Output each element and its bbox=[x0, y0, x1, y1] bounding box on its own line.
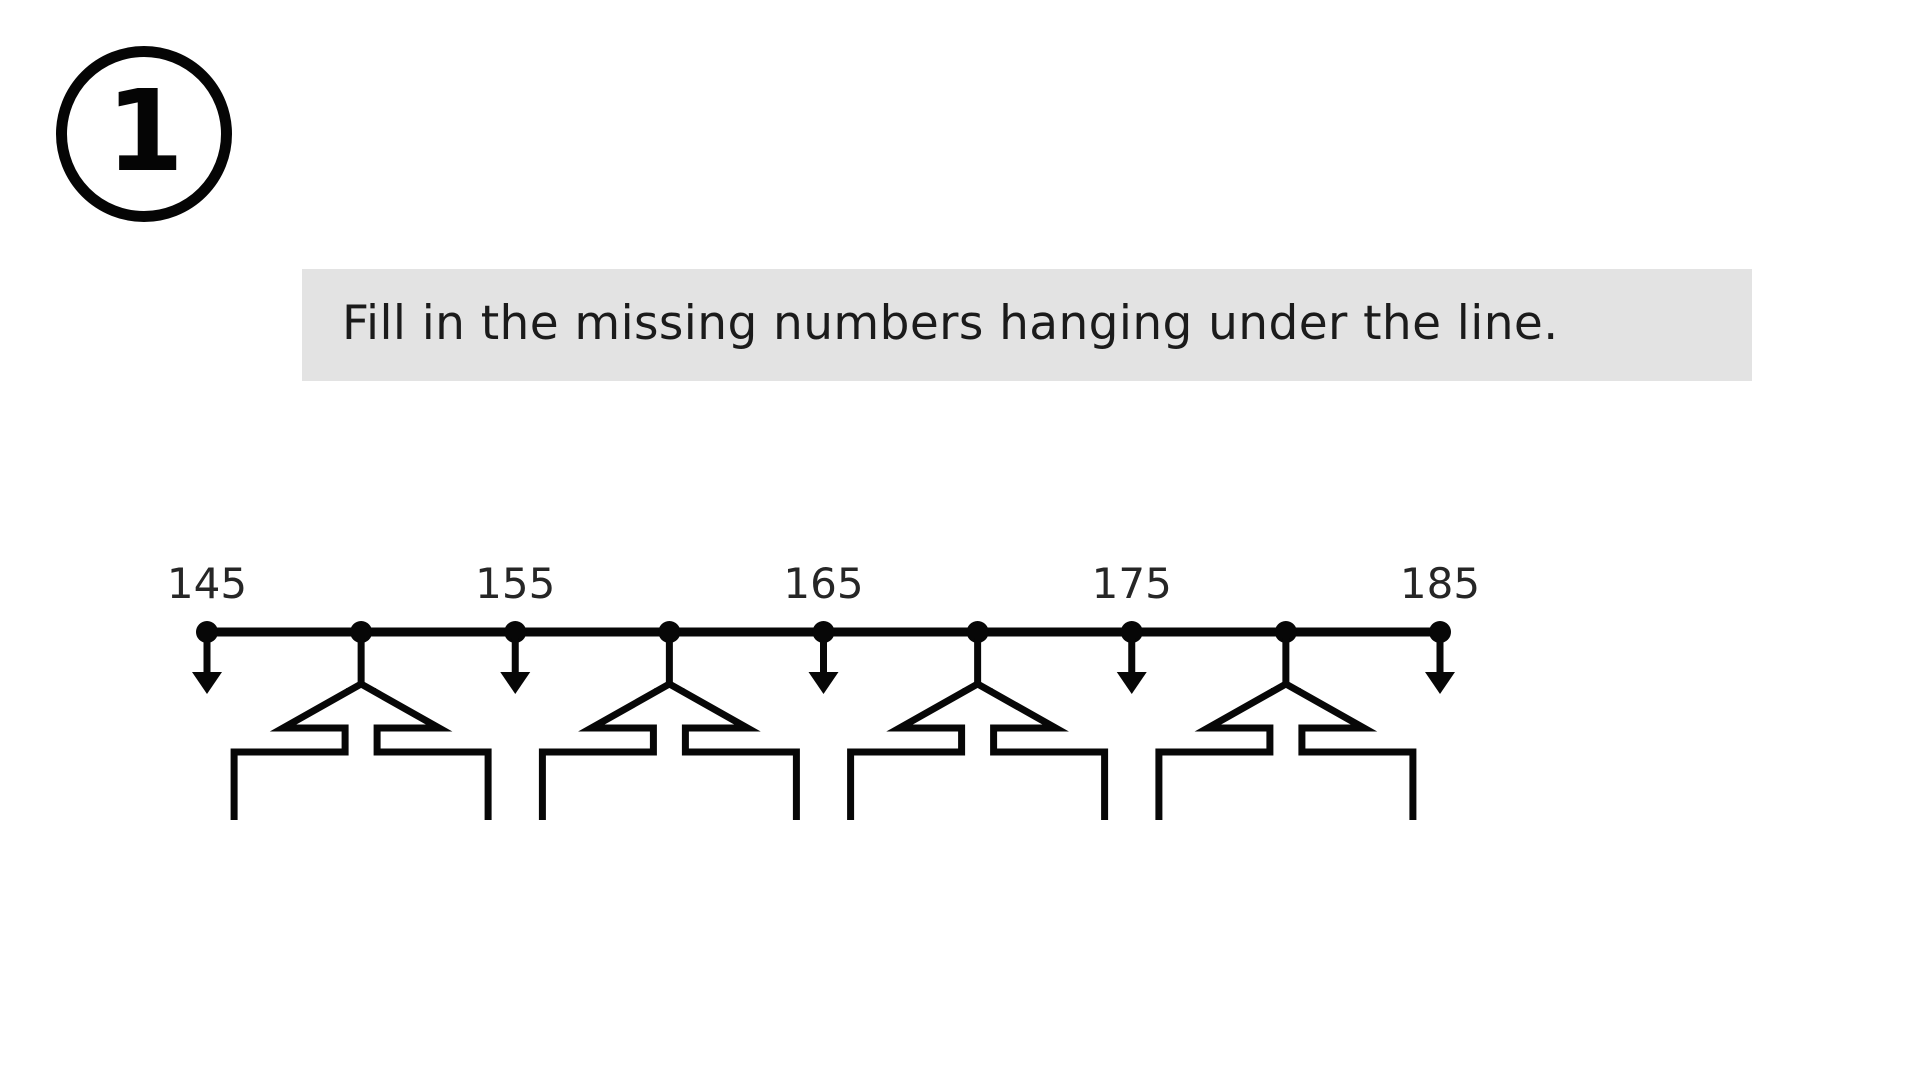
tick-label-145: 145 bbox=[167, 559, 247, 608]
tick-dot-160 bbox=[658, 621, 681, 643]
drop-arrow-175 bbox=[1116, 638, 1147, 694]
answer-boxes-group bbox=[230, 679, 1417, 820]
drop-arrows-group bbox=[192, 638, 1455, 710]
tick-dot-155 bbox=[504, 621, 527, 643]
drop-arrow-165 bbox=[808, 638, 839, 694]
number-line-diagram: 145 155 165 175 185 bbox=[0, 400, 1920, 820]
tick-label-165: 165 bbox=[783, 559, 863, 608]
drop-arrow-155 bbox=[500, 638, 531, 694]
instruction-band: Fill in the missing numbers hanging unde… bbox=[302, 269, 1752, 381]
answer-box-160[interactable] bbox=[538, 679, 800, 820]
tick-dot-165 bbox=[812, 621, 835, 643]
tick-dot-185 bbox=[1429, 621, 1451, 643]
number-line-svg: 145 155 165 175 185 bbox=[167, 559, 1480, 820]
drop-arrow-head-145 bbox=[192, 672, 222, 694]
tick-dot-150 bbox=[350, 621, 373, 643]
drop-arrow-head-185 bbox=[1425, 672, 1455, 694]
tick-dot-170 bbox=[966, 621, 989, 643]
drop-arrow-185 bbox=[1425, 638, 1455, 694]
answer-box-170[interactable] bbox=[847, 679, 1109, 820]
question-number-badge: 1 bbox=[56, 46, 232, 222]
tick-dot-180 bbox=[1274, 621, 1297, 643]
instruction-text: Fill in the missing numbers hanging unde… bbox=[342, 295, 1559, 351]
tick-labels-group: 145 155 165 175 185 bbox=[167, 559, 1480, 608]
drop-arrow-head-165 bbox=[808, 672, 839, 694]
tick-dots-group bbox=[196, 621, 1451, 643]
drop-arrow-head-155 bbox=[500, 672, 531, 694]
question-number-text: 1 bbox=[106, 67, 184, 197]
tick-label-185: 185 bbox=[1400, 559, 1480, 608]
tick-label-175: 175 bbox=[1092, 559, 1172, 608]
answer-box-150[interactable] bbox=[230, 679, 492, 820]
drop-arrow-head-175 bbox=[1116, 672, 1147, 694]
tick-label-155: 155 bbox=[475, 559, 555, 608]
tick-dot-175 bbox=[1120, 621, 1143, 643]
answer-box-180[interactable] bbox=[1155, 679, 1417, 820]
tick-dot-145 bbox=[196, 621, 218, 643]
drop-arrow-145 bbox=[192, 638, 222, 694]
